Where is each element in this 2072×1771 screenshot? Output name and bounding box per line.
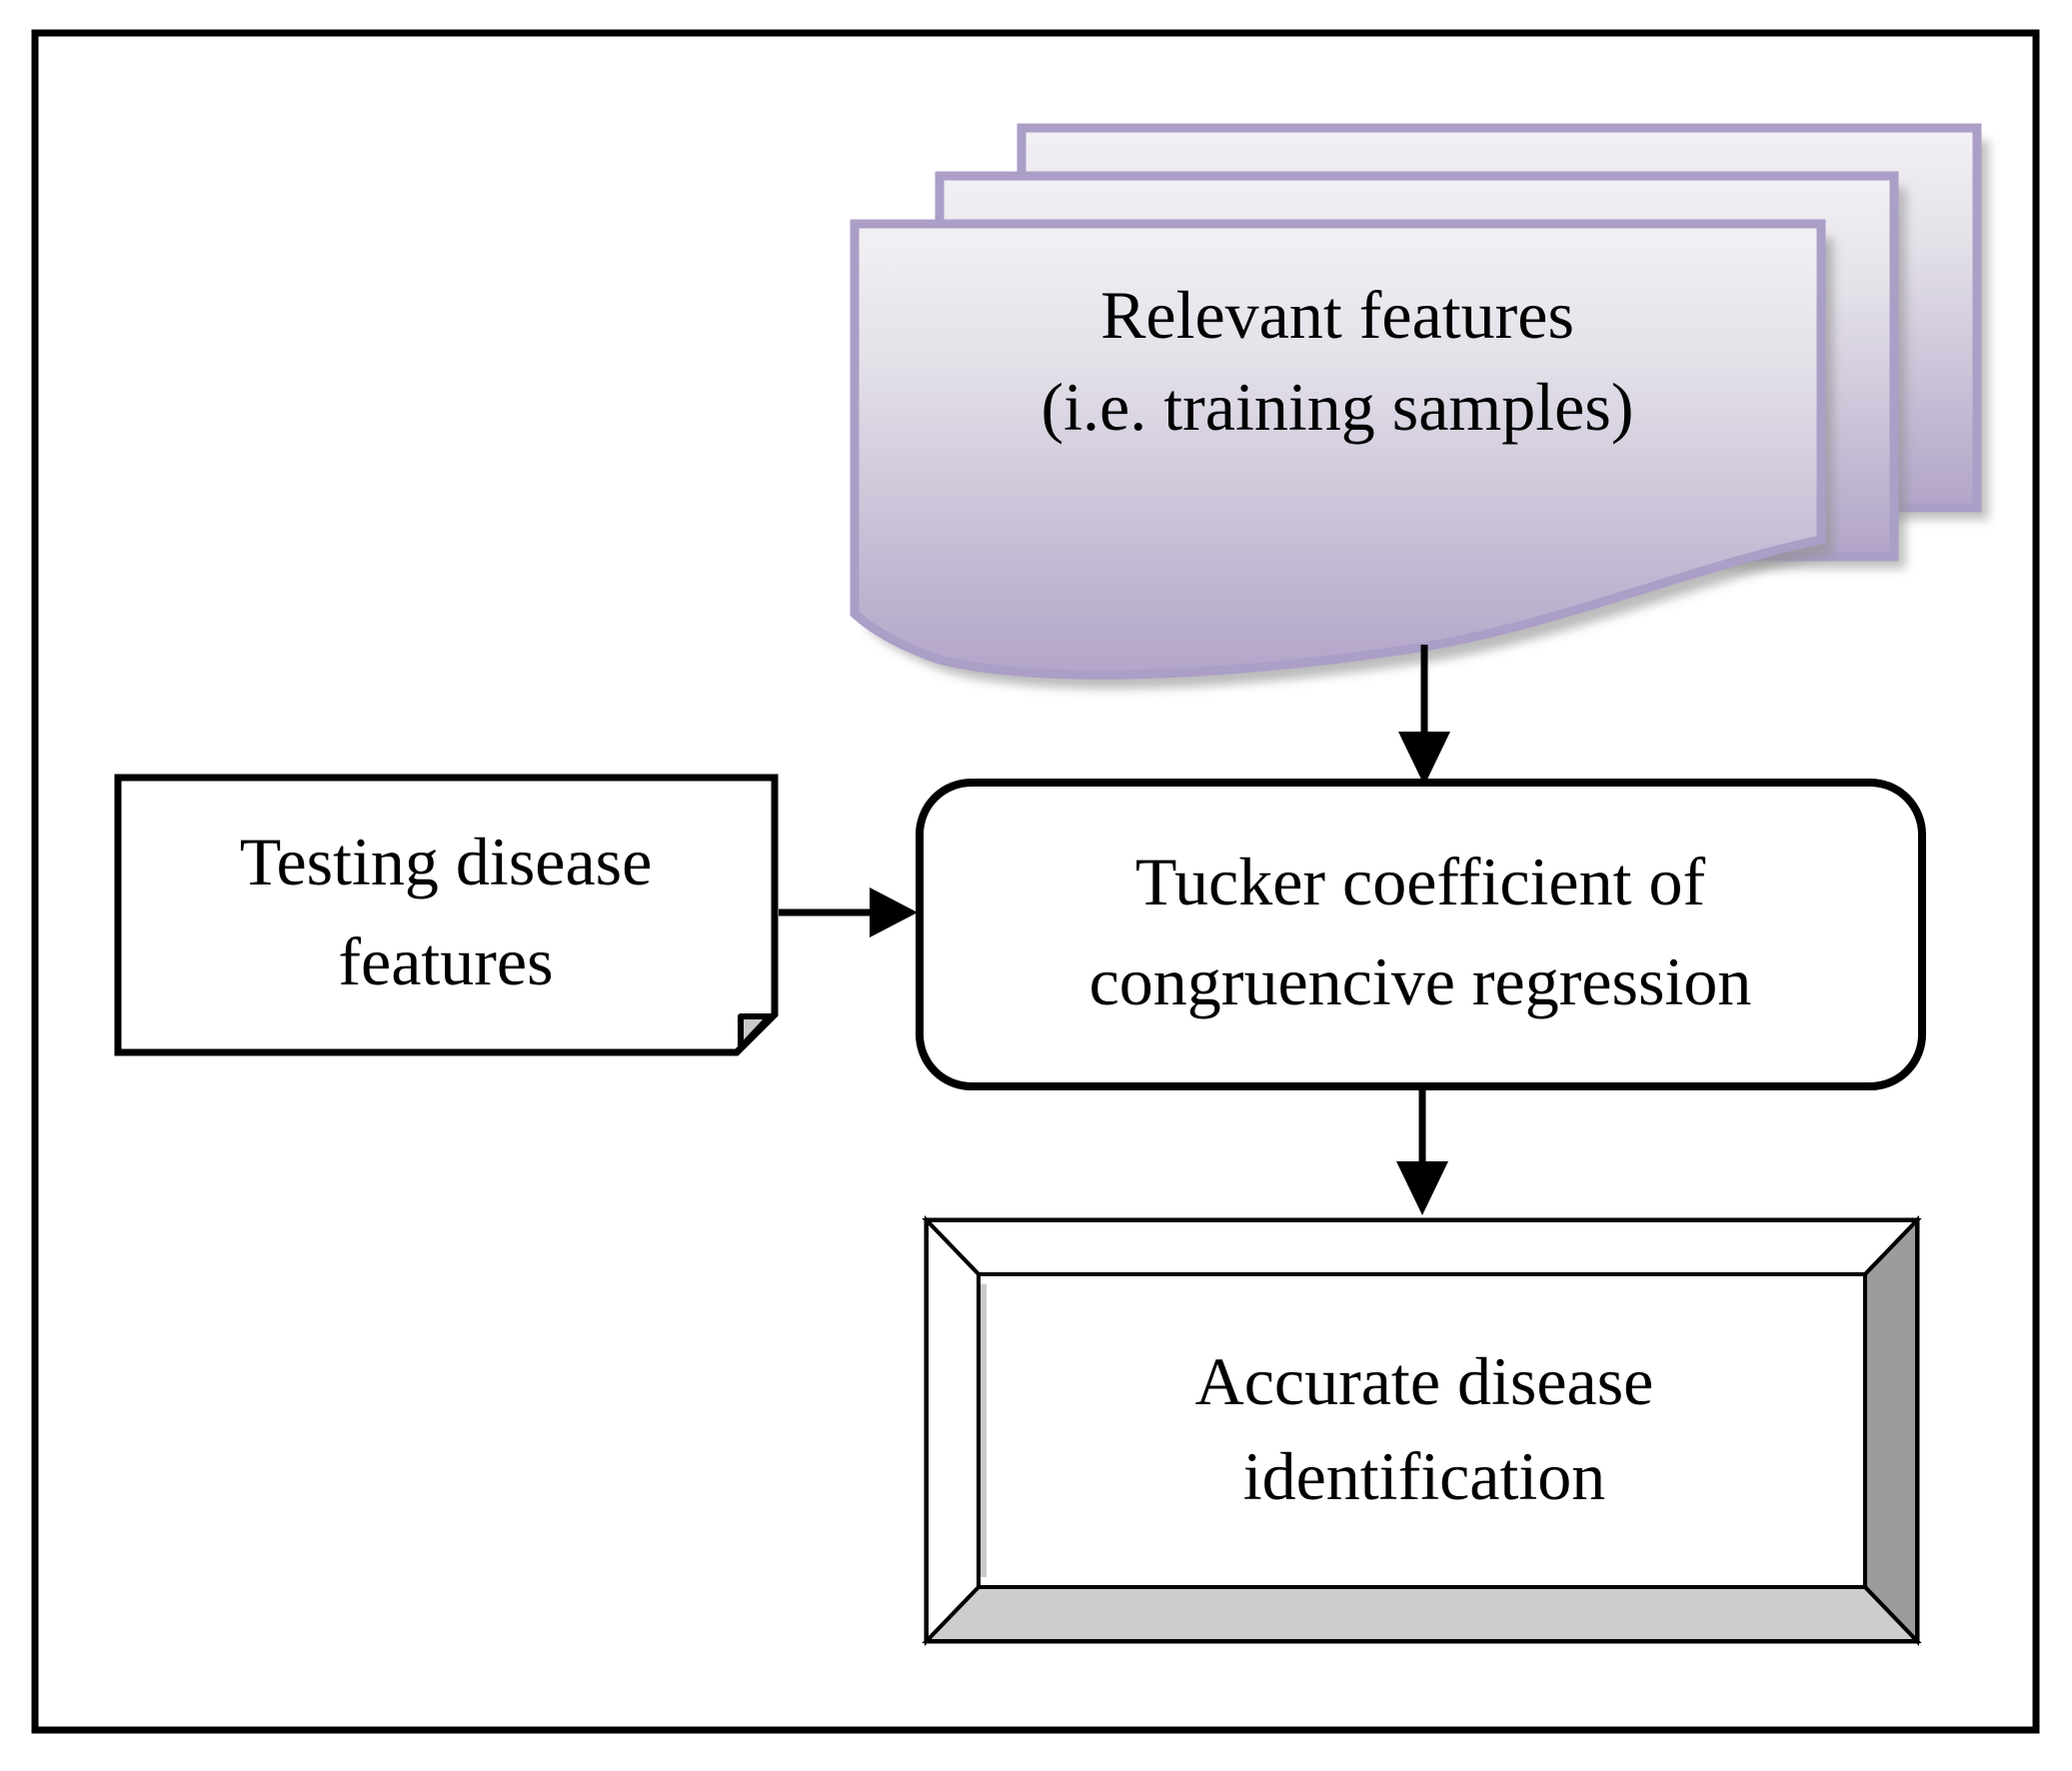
testing-features-card: Testing disease features: [114, 774, 779, 1056]
tucker-label-line1: Tucker coefficient of: [1135, 844, 1706, 919]
arrow-head: [1398, 732, 1450, 786]
rounded-rectangle: [916, 779, 1926, 1090]
arrow-head: [1396, 1161, 1448, 1215]
frame-bevel-right: [1863, 1215, 1919, 1646]
identification-label-line1: Accurate disease: [1195, 1343, 1654, 1419]
testing-features-label-line1: Testing disease: [240, 824, 653, 899]
arrow-documents-to-tucker: [1398, 645, 1450, 786]
tucker-label-line2: congruencive regression: [1089, 943, 1752, 1019]
arrow-tucker-to-identification: [1396, 1090, 1448, 1215]
stacked-document-front: [850, 219, 1826, 680]
identification-label-line2: identification: [1243, 1438, 1606, 1514]
folded-corner: [738, 1013, 773, 1050]
tucker-regression-box: Tucker coefficient of congruencive regre…: [916, 779, 1926, 1090]
frame-bevel-top: [922, 1218, 1922, 1276]
frame-bevel-bottom: [922, 1585, 1922, 1643]
relevant-features-label-line2: (i.e. training samples): [1041, 369, 1634, 445]
identification-frame: Accurate disease identification: [922, 1215, 1922, 1646]
arrow-head: [870, 887, 918, 937]
frame-bevel-left: [925, 1215, 981, 1646]
frame-inner: [977, 1272, 1867, 1589]
relevant-features-label-line1: Relevant features: [1100, 277, 1574, 353]
testing-features-label-line2: features: [338, 923, 553, 999]
card-shape: [114, 774, 779, 1056]
training-samples-stack: Relevant features (i.e. training samples…: [850, 123, 1989, 690]
arrow-testing-to-tucker: [779, 887, 918, 937]
